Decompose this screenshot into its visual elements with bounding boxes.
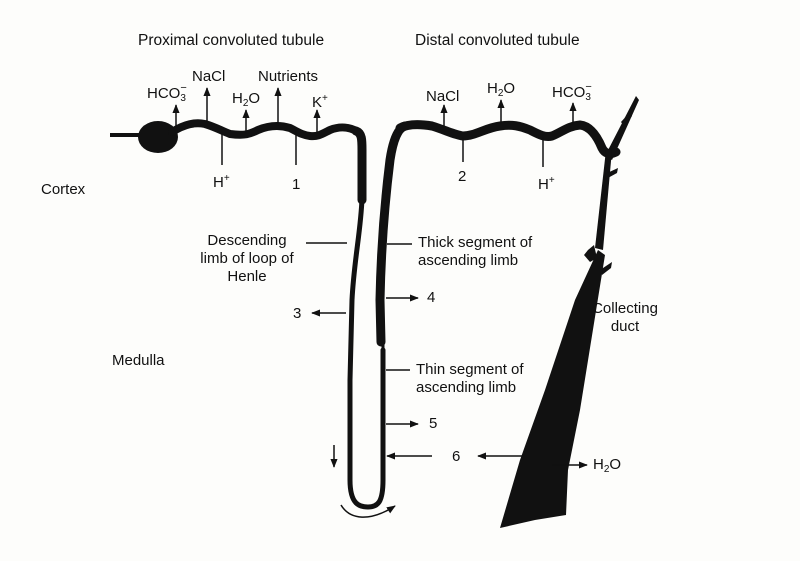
label-thick-segment: Thick segment of ascending limb	[418, 234, 532, 270]
descending-limb	[347, 195, 386, 510]
proximal-bend	[351, 126, 367, 205]
h-base: H	[213, 174, 224, 191]
label-nacl-distal: NaCl	[426, 88, 460, 105]
distal-convoluted-tubule	[395, 120, 621, 159]
label-nutrients: Nutrients	[258, 68, 319, 85]
h-charge: +	[548, 175, 555, 186]
label-h2o-distal: H2O	[487, 80, 515, 103]
descending-line-1: Descending	[207, 232, 287, 249]
collecting-line-1: Collecting	[592, 300, 658, 317]
k-charge: +	[322, 93, 328, 104]
hco3-charge: −	[585, 81, 592, 93]
h2o-o: O	[503, 80, 516, 97]
hco3-charge: −	[180, 82, 187, 94]
label-1: 1	[292, 176, 301, 193]
thick-line-2: ascending limb	[418, 252, 519, 269]
h2o-o: O	[609, 456, 622, 473]
collecting-duct	[500, 96, 639, 528]
h2o-subscript: 2	[242, 98, 249, 109]
label-hco3-proximal: HCO−3	[147, 82, 188, 104]
label-k: K+	[312, 90, 328, 112]
region-medulla: Medulla	[112, 352, 165, 369]
thick-ascending-limb	[375, 121, 410, 347]
label-h2o-collecting: H2O	[593, 456, 621, 479]
h2o-subscript: 2	[497, 88, 504, 99]
label-4: 4	[427, 289, 436, 306]
label-nacl-proximal: NaCl	[192, 68, 226, 85]
descending-line-2: limb of loop of	[200, 250, 294, 267]
heading-proximal: Proximal convoluted tubule	[138, 32, 325, 49]
h2o-h: H	[232, 90, 243, 107]
h2o-subscript: 2	[603, 464, 610, 475]
label-hco3-distal: HCO−3	[552, 81, 593, 103]
collecting-line-2: duct	[610, 318, 640, 335]
label-h2o-proximal: H2O	[232, 90, 260, 113]
glomerulus	[110, 121, 178, 153]
region-cortex: Cortex	[41, 181, 86, 198]
hco3-subscript: 3	[180, 93, 186, 104]
h-base: H	[538, 176, 549, 193]
descending-line-3: Henle	[227, 268, 267, 285]
heading-distal: Distal convoluted tubule	[415, 32, 580, 49]
hco3-subscript: 3	[585, 92, 591, 103]
label-2: 2	[458, 168, 467, 185]
h2o-h: H	[593, 456, 604, 473]
proximal-convoluted-tubule	[168, 119, 362, 141]
label-3: 3	[293, 305, 302, 322]
flow-curve-arrow	[340, 504, 396, 518]
hco3-base: HCO	[552, 84, 586, 101]
thin-line-2: ascending limb	[416, 379, 517, 396]
thick-line-1: Thick segment of	[418, 234, 533, 251]
label-h-distal: H+	[538, 172, 555, 194]
label-5: 5	[429, 415, 438, 432]
h2o-o: O	[248, 90, 261, 107]
h-charge: +	[223, 173, 230, 184]
label-descending-limb: Descending limb of loop of Henle	[192, 232, 302, 286]
k-base: K	[312, 94, 323, 111]
hco3-base: HCO	[147, 85, 181, 102]
thin-line-1: Thin segment of	[416, 361, 524, 378]
label-h-proximal: H+	[213, 170, 230, 192]
label-thin-segment: Thin segment of ascending limb	[416, 361, 524, 397]
label-collecting-duct: Collecting duct	[585, 300, 665, 336]
h2o-h: H	[487, 80, 498, 97]
label-6: 6	[452, 448, 461, 465]
